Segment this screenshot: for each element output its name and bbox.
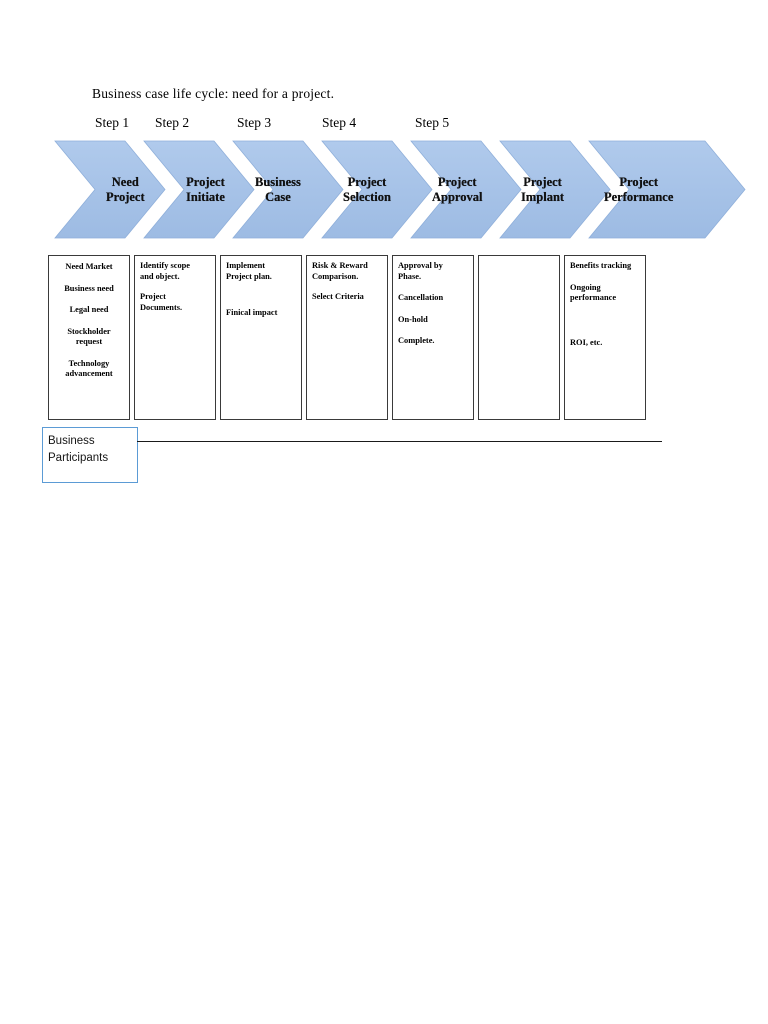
- detail-box-line: Business need: [64, 283, 114, 293]
- step-label-5: Step 5: [415, 115, 450, 130]
- detail-box-6: [478, 255, 560, 420]
- detail-box-2: Identify scope and object. Project Docume…: [134, 255, 216, 420]
- timeline-baseline: [137, 441, 662, 442]
- business-participants-box: Business Participants: [42, 427, 138, 483]
- detail-box-line: Stockholder request: [67, 326, 111, 347]
- chevron-label-6: Project Implant: [521, 175, 565, 204]
- detail-box-line: Approval by Phase.: [398, 261, 443, 281]
- detail-box-line: Risk & Reward Comparison.: [312, 261, 368, 281]
- detail-box-content: [479, 256, 559, 261]
- detail-box-3: Implement Project plan. Finical impact: [220, 255, 302, 420]
- detail-box-line: Complete.: [398, 336, 435, 345]
- step-label-3: Step 3: [237, 115, 272, 130]
- detail-box-line: Project Documents.: [140, 292, 183, 312]
- detail-box-line: Need Market: [65, 262, 113, 271]
- detail-box-line: Finical impact: [226, 308, 278, 317]
- detail-box-line: Benefits tracking: [570, 261, 632, 270]
- chevron-label-4: Project Selection: [343, 175, 391, 204]
- detail-box-line: Technology advancement: [65, 358, 113, 379]
- detail-box-line: Cancellation: [398, 293, 444, 302]
- business-participants-label: Business Participants: [48, 435, 109, 464]
- detail-box-4: Risk & Reward Comparison. Select Criteria: [306, 255, 388, 420]
- detail-box-line: Select Criteria: [312, 292, 364, 301]
- chevron-label-3: Business Case: [255, 175, 301, 204]
- detail-box-line: Implement Project plan.: [226, 261, 272, 281]
- detail-box-line: Legal need: [69, 305, 109, 314]
- step-label-1: Step 1: [95, 115, 130, 130]
- chevron-label-5: Project Approval: [432, 175, 483, 204]
- chevron-label-7: Project Performance: [604, 175, 674, 204]
- detail-box-line: On-hold: [398, 314, 428, 324]
- step-label-4: Step 4: [322, 115, 357, 130]
- detail-box-content: Risk & Reward Comparison. Select Criteria: [307, 256, 387, 303]
- detail-box-content: Identify scope and object. Project Docume…: [135, 256, 215, 313]
- chevron-label-2: Project Initiate: [186, 175, 225, 204]
- chevron-label-1: Need Project: [106, 175, 145, 204]
- detail-box-line: Identify scope and object.: [140, 261, 191, 281]
- detail-box-content: Implement Project plan. Finical impact: [221, 256, 301, 319]
- detail-box-line: Ongoing performance: [570, 282, 617, 303]
- step-label-2: Step 2: [155, 115, 190, 130]
- page-title: Business case life cycle: need for a pro…: [92, 86, 335, 101]
- detail-box-line: ROI, etc.: [570, 337, 603, 347]
